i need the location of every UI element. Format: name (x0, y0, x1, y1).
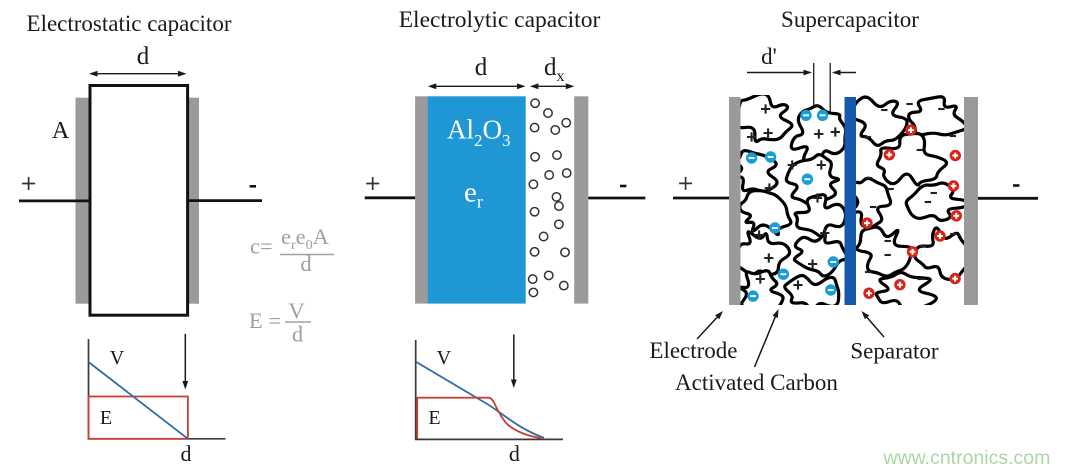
svg-text:Al2O3: Al2O3 (447, 115, 511, 151)
svg-text:Electrostatic capacitor: Electrostatic capacitor (27, 11, 232, 36)
svg-text:d': d' (761, 44, 777, 69)
svg-text:d: d (509, 441, 520, 466)
svg-text:Supercapacitor: Supercapacitor (781, 7, 919, 32)
svg-text:V: V (437, 347, 452, 369)
svg-text:c=: c= (250, 234, 273, 259)
svg-text:ere0A: ere0A (281, 224, 330, 253)
svg-text:d: d (300, 251, 311, 276)
svg-text:www.cntronics.com: www.cntronics.com (883, 447, 1051, 469)
svg-text:E =: E = (249, 308, 281, 333)
svg-text:Electrolytic capacitor: Electrolytic capacitor (399, 7, 601, 33)
svg-text:d: d (292, 322, 303, 347)
svg-text:d: d (181, 441, 192, 466)
svg-text:E: E (428, 407, 440, 429)
svg-text:Electrode: Electrode (649, 338, 737, 363)
svg-text:V: V (110, 347, 125, 369)
svg-text:Activated Carbon: Activated Carbon (675, 370, 838, 395)
svg-text:A: A (52, 118, 70, 144)
svg-text:d: d (475, 54, 488, 81)
svg-text:Separator: Separator (850, 339, 938, 364)
svg-text:E: E (100, 407, 112, 429)
svg-text:d: d (137, 43, 150, 70)
svg-text:V: V (288, 298, 304, 323)
